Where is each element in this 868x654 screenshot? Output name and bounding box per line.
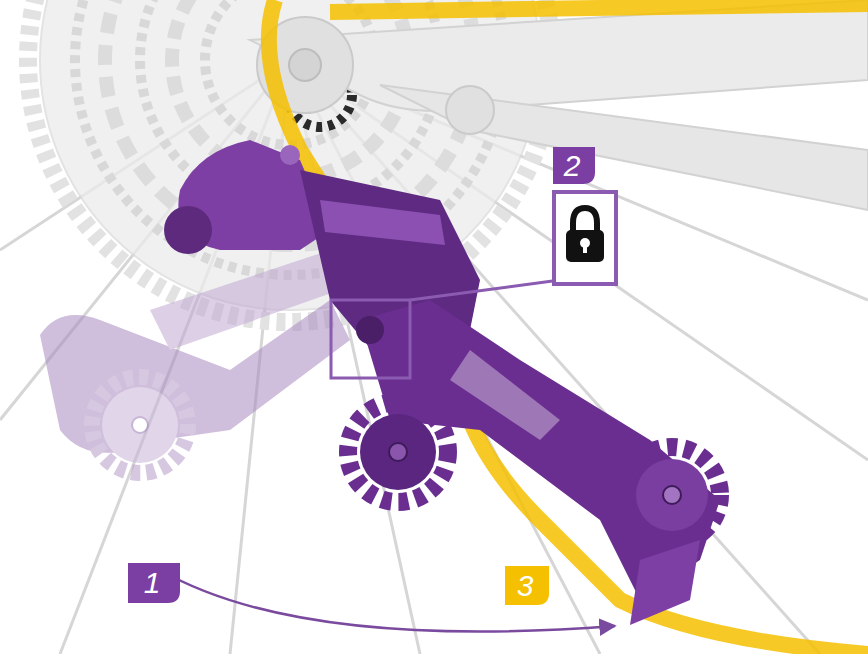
lock-leader xyxy=(331,280,560,378)
derailleur-start-position xyxy=(40,250,350,473)
callout-number: 1 xyxy=(144,568,165,598)
rear-derailleur xyxy=(164,140,720,625)
chain xyxy=(269,0,868,654)
callout-tab: 3 xyxy=(505,566,549,605)
callout-tab-fill xyxy=(553,147,595,184)
callout-tab-fill xyxy=(128,563,180,603)
callout-tab: 2 xyxy=(553,147,595,184)
callout-tab-fill xyxy=(505,566,549,605)
callout-number: 2 xyxy=(564,151,585,181)
callout-tab: 1 xyxy=(128,563,180,603)
callout-number: 3 xyxy=(517,571,538,601)
bike-frame xyxy=(250,0,868,210)
lock-icon xyxy=(554,192,616,284)
